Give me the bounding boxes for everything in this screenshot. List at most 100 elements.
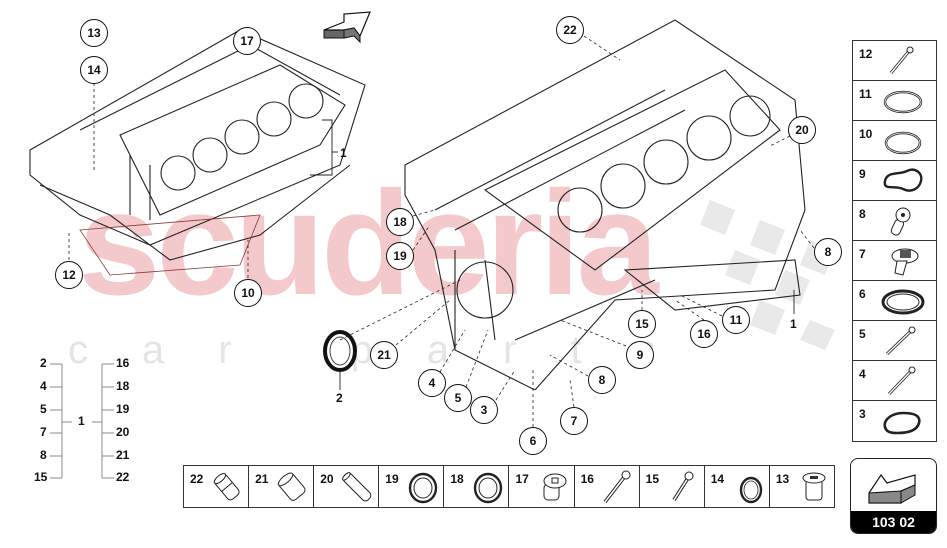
callout-15[interactable]: 15 <box>628 310 656 338</box>
tree-left-4: 4 <box>40 379 47 393</box>
legend-item-14[interactable]: 14 <box>705 466 770 507</box>
callout-5[interactable]: 5 <box>444 384 472 412</box>
legend-num: 11 <box>859 87 872 101</box>
callout-10[interactable]: 10 <box>234 279 262 307</box>
callout-16[interactable]: 16 <box>690 320 718 348</box>
legend-item-11[interactable]: 11 <box>853 81 936 121</box>
legend-item-19[interactable]: 19 <box>379 466 445 507</box>
long-bolt-icon <box>885 326 916 356</box>
legend-num: 7 <box>859 247 866 261</box>
legend-item-8[interactable]: 8 <box>853 201 936 241</box>
long-bolt-icon <box>889 46 914 74</box>
legend-num: 5 <box>859 327 866 341</box>
legend-item-15[interactable]: 15 <box>640 466 705 507</box>
callout-21[interactable]: 21 <box>370 341 398 369</box>
legend-item-21[interactable]: 21 <box>249 466 315 507</box>
legend-num: 20 <box>320 472 334 486</box>
plug-screw-icon <box>543 473 567 501</box>
o-ring-icon <box>884 131 922 155</box>
legend-item-22[interactable]: 22 <box>184 466 250 507</box>
tree-right-18: 18 <box>116 379 130 393</box>
pin-icon <box>342 472 372 502</box>
page-reference-badge[interactable]: 103 02 <box>850 458 937 534</box>
label-2-seal[interactable]: 2 <box>336 391 343 405</box>
callout-6[interactable]: 6 <box>519 427 547 455</box>
legend-num: 6 <box>859 287 866 301</box>
legend-num: 22 <box>190 472 204 486</box>
callout-4[interactable]: 4 <box>418 369 446 397</box>
tree-left-15: 15 <box>34 470 48 484</box>
legend-num: 8 <box>859 207 866 221</box>
legend-num: 13 <box>775 472 790 486</box>
callout-8-lower[interactable]: 8 <box>588 366 616 394</box>
callout-17[interactable]: 17 <box>233 27 261 55</box>
legend-num: 3 <box>859 407 866 421</box>
callout-3[interactable]: 3 <box>470 396 498 424</box>
callout-11[interactable]: 11 <box>722 306 750 334</box>
legend-item-7[interactable]: 7 <box>853 241 936 281</box>
back-arrow-icon <box>868 473 916 504</box>
seal-ring-icon <box>474 472 503 504</box>
long-bolt-icon <box>887 366 916 396</box>
flange-bolt-icon <box>891 248 919 276</box>
legend-item-17[interactable]: 17 <box>509 466 575 507</box>
tree-left-5: 5 <box>40 402 47 416</box>
legend-item-16[interactable]: 16 <box>575 466 640 507</box>
callout-14[interactable]: 14 <box>80 56 108 84</box>
callout-22[interactable]: 22 <box>556 16 584 44</box>
plug-screw-icon <box>802 472 826 501</box>
legend-item-5[interactable]: 5 <box>853 321 936 361</box>
legend-num: 16 <box>580 472 594 486</box>
tree-right-19: 19 <box>116 402 130 416</box>
callout-18[interactable]: 18 <box>386 208 414 236</box>
long-bolt-icon <box>603 470 631 504</box>
tree-right-16: 16 <box>116 356 130 370</box>
legend-num: 19 <box>385 472 399 486</box>
direction-arrow-icon <box>323 11 371 44</box>
parts-legend-side: 12 11 10 9 8 7 6 5 4 3 <box>852 40 937 442</box>
callout-12[interactable]: 12 <box>55 261 83 289</box>
dowel-sleeve-icon <box>277 472 306 501</box>
legend-item-13[interactable]: 13 <box>770 466 834 507</box>
tree-left-7: 7 <box>40 425 47 439</box>
crankshaft-seal-illustration <box>323 330 357 372</box>
legend-item-6[interactable]: 6 <box>853 281 936 321</box>
legend-num: 21 <box>255 472 269 486</box>
callout-9[interactable]: 9 <box>626 341 654 369</box>
legend-num: 14 <box>710 472 725 486</box>
oval-gasket-icon <box>883 411 921 435</box>
label-1-left-block[interactable]: 1 <box>340 146 347 160</box>
legend-num: 12 <box>859 47 873 61</box>
engine-block-right-illustration <box>404 19 806 390</box>
o-ring-icon <box>883 90 923 114</box>
callout-13[interactable]: 13 <box>80 19 108 47</box>
legend-num: 15 <box>645 472 660 486</box>
legend-num: 10 <box>859 127 873 141</box>
legend-item-18[interactable]: 18 <box>444 466 510 507</box>
legend-num: 18 <box>450 472 464 486</box>
tree-lines <box>50 363 114 479</box>
callout-8[interactable]: 8 <box>814 238 842 266</box>
dowel-sleeve-icon <box>213 473 240 501</box>
legend-item-10[interactable]: 10 <box>853 121 936 161</box>
legend-num: 4 <box>859 367 866 381</box>
tree-right-20: 20 <box>116 425 130 439</box>
legend-item-20[interactable]: 20 <box>314 466 380 507</box>
seal-ring-icon <box>881 289 925 315</box>
callout-19[interactable]: 19 <box>386 242 414 270</box>
legend-item-4[interactable]: 4 <box>853 361 936 401</box>
page-number: 103 02 <box>851 511 936 533</box>
legend-num: 17 <box>515 472 529 486</box>
shaped-gasket-icon <box>883 168 923 192</box>
tree-right-21: 21 <box>116 448 130 462</box>
short-bolt-icon <box>672 471 694 501</box>
legend-item-9[interactable]: 9 <box>853 161 936 201</box>
legend-num: 9 <box>859 167 866 181</box>
label-1-right-block[interactable]: 1 <box>790 317 797 331</box>
washer-icon <box>739 476 762 504</box>
legend-item-12[interactable]: 12 <box>853 41 936 81</box>
seal-ring-icon <box>409 472 438 504</box>
callout-7[interactable]: 7 <box>560 407 588 435</box>
legend-item-3[interactable]: 3 <box>853 401 936 441</box>
callout-20[interactable]: 20 <box>788 116 816 144</box>
